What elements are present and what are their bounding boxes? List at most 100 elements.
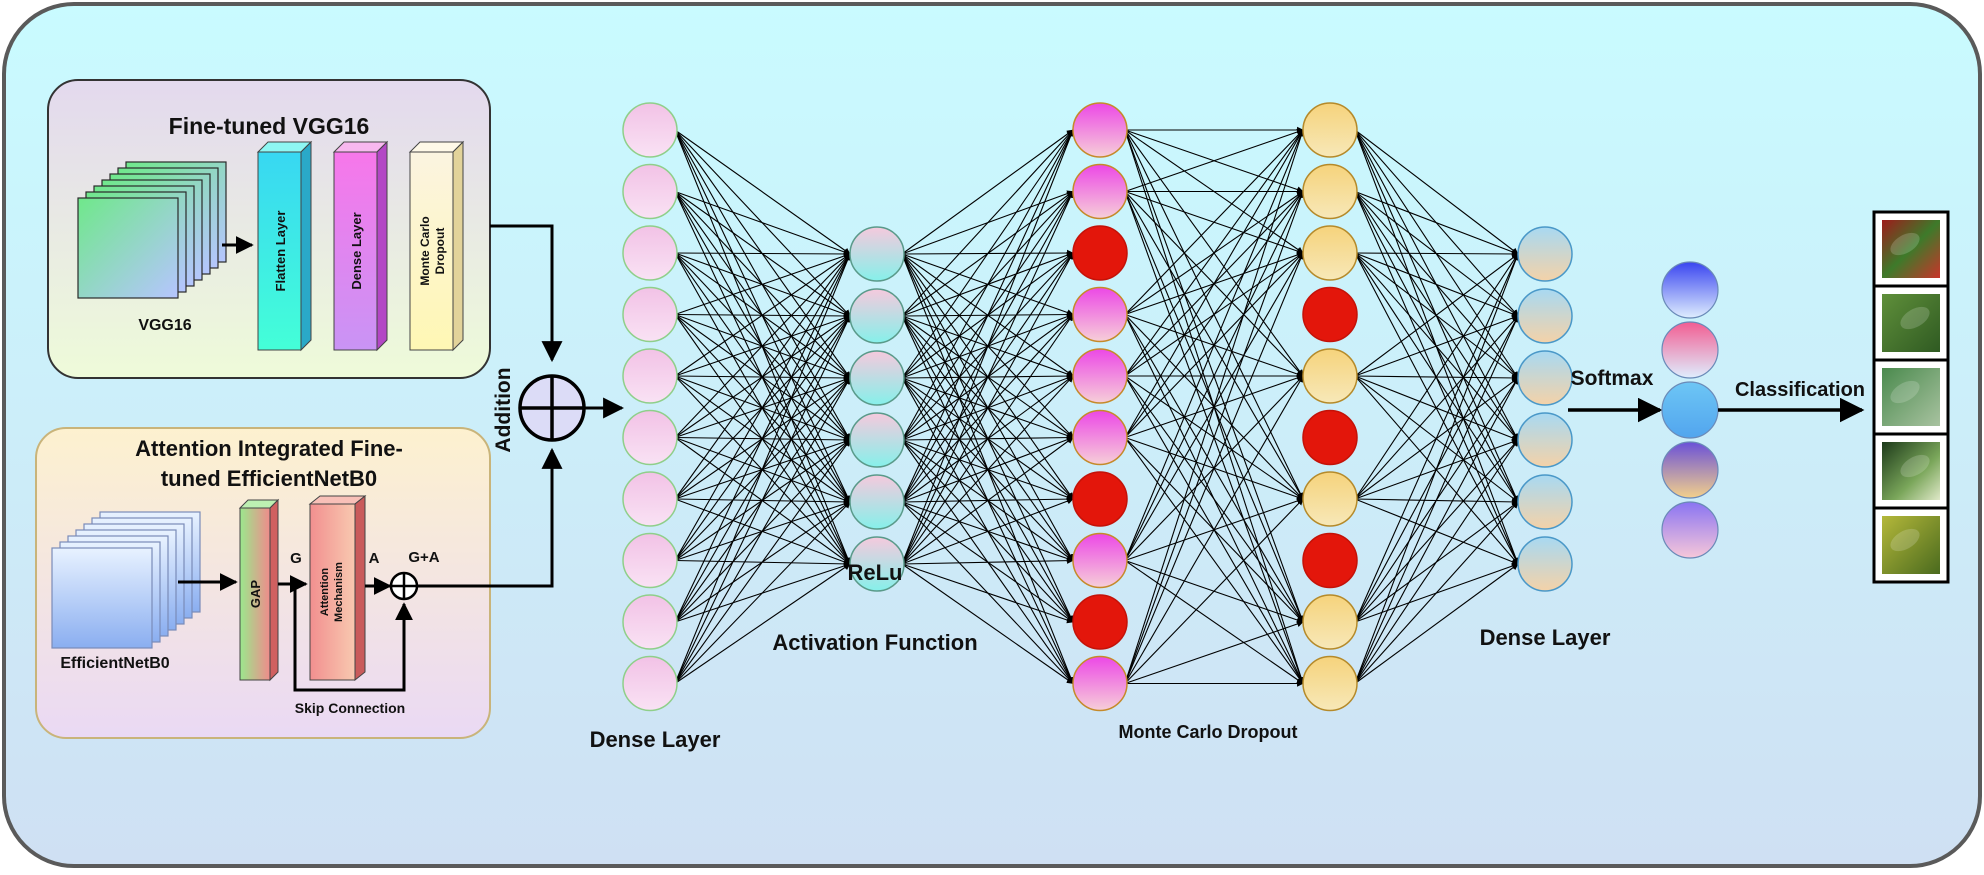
dense-layer-1-label: Dense Layer — [590, 727, 721, 752]
dense-1-neuron — [622, 655, 678, 712]
class-leaf-image — [1882, 294, 1940, 352]
edge-dropout-dropout — [1124, 129, 1305, 684]
edge-dropout-dense2 — [1354, 253, 1519, 500]
g-label: G — [290, 550, 302, 567]
edge-dropout-dense2 — [1354, 253, 1519, 377]
edge-dropout-dense2 — [1354, 377, 1519, 684]
mc-dropout-2-neuron — [1302, 348, 1358, 404]
mc-dropout-neuron — [1072, 409, 1128, 466]
edge-dense1-relu — [674, 253, 851, 500]
edge-dense1-relu — [674, 253, 851, 623]
edge-dense1-relu — [674, 253, 851, 561]
edge-relu-dropout — [901, 129, 1074, 255]
edge-dropout-dropout — [1124, 375, 1304, 684]
dense-2-neuron — [1517, 474, 1573, 530]
efficientnet-panel: Attention Integrated Fine- tuned Efficie… — [35, 427, 491, 739]
edge-relu-dropout — [901, 129, 1074, 503]
softmax-neuron — [1661, 501, 1719, 559]
mc-dropout-neuron-dropped — [1072, 225, 1128, 281]
mc-dropout-2-neuron — [1302, 471, 1358, 527]
relu-neuron — [849, 474, 905, 530]
edge-dropout-dense2 — [1354, 252, 1519, 317]
dense-1-neuron — [622, 102, 678, 158]
class-leaf-image — [1882, 442, 1940, 500]
edge-dense1-relu — [674, 250, 851, 258]
gap-box: GAP — [238, 498, 280, 682]
mc-dropout-neuron — [1072, 286, 1128, 343]
edge-dropout-dropout — [1124, 190, 1304, 561]
efficientnet-panel-title-line1: Attention Integrated Fine- — [135, 436, 403, 461]
leaf-highlight — [1890, 232, 1920, 256]
attention-label-line1: Attention — [319, 568, 331, 617]
edge-relu-dropout — [901, 129, 1074, 565]
edge-dropout-dropout — [1124, 190, 1304, 438]
mc-dropout-neuron-dropped — [1072, 594, 1128, 650]
edge-dropout-dense2 — [1354, 315, 1519, 500]
relu-neuron — [849, 350, 905, 406]
mc-dropout-2-neuron — [1302, 102, 1358, 158]
relu-label-line2: Activation Function — [772, 630, 977, 655]
edge-dense1-relu — [674, 129, 851, 255]
relu-neuron — [849, 288, 905, 344]
relu-neuron — [849, 226, 905, 282]
efficientnet-panel-title-line2: tuned EfficientNetB0 — [161, 466, 377, 491]
edge-dense1-relu — [674, 252, 851, 316]
relu-neuron — [849, 412, 905, 468]
edge-dropout-dense2 — [1354, 129, 1519, 255]
small-addition-node — [389, 571, 419, 601]
g-plus-a-label: G+A — [408, 549, 439, 566]
relu-label-line1: ReLu — [848, 560, 903, 585]
mc-dropout-neuron — [1072, 532, 1128, 589]
class-leaf-image — [1882, 368, 1940, 426]
edge-dropout-dropout — [1124, 129, 1304, 377]
leaf-highlight — [1890, 528, 1920, 552]
gap-label: GAP — [248, 580, 263, 609]
mc-dropout-neuron — [1072, 348, 1128, 404]
softmax-neuron — [1661, 381, 1719, 439]
mc-dropout-2-neuron — [1302, 163, 1358, 220]
efficientnet-feature-map — [51, 547, 153, 649]
dense-1-neuron — [622, 286, 678, 343]
dense-2-neuron — [1517, 288, 1573, 344]
edge-dense1-relu — [674, 563, 851, 684]
edge-dropout-dropout — [1124, 437, 1304, 685]
mc-dropout-2-neuron — [1302, 655, 1358, 712]
mc-dropout-2-neuron-dropped — [1302, 286, 1358, 343]
dense-1-neuron — [622, 409, 678, 466]
edge-relu-dropout — [901, 129, 1074, 379]
softmax-neuron — [1661, 441, 1719, 499]
dense-1-neuron — [622, 471, 678, 527]
edge-dropout-dropout — [1124, 375, 1304, 623]
edge-dropout-dense2 — [1354, 250, 1519, 258]
edge-dense1-relu — [674, 190, 851, 256]
edge-dropout-dense2 — [1354, 563, 1519, 684]
edge-dense1-relu — [674, 253, 851, 377]
skip-connection-label: Skip Connection — [295, 700, 405, 716]
edge-dense1-relu — [674, 253, 851, 438]
edge-dropout-dropout — [1124, 129, 1304, 561]
edge-relu-dropout — [901, 563, 1074, 624]
dense-1-neuron — [622, 532, 678, 589]
edge-dropout-dropout — [1124, 560, 1304, 684]
softmax-neuron — [1661, 261, 1719, 319]
mc-dropout-2-neuron — [1302, 225, 1358, 281]
edge-dropout-dropout — [1124, 190, 1305, 684]
edge-dropout-dense2 — [1354, 253, 1519, 623]
edge-relu-dropout — [901, 190, 1074, 565]
vgg-dropout-box: Monte Carlo Dropout — [408, 140, 465, 352]
edge-relu-dropout — [901, 313, 1074, 565]
vgg-dropout-label-line2: Dropout — [433, 228, 447, 275]
leaf-highlight — [1890, 380, 1920, 404]
edge-relu-dropout — [901, 498, 1074, 565]
vgg16-label: VGG16 — [138, 317, 191, 334]
edge-dropout-dense2 — [1354, 315, 1519, 684]
attention-label-line2: Mechanism — [333, 562, 345, 622]
edge-relu-dropout — [901, 437, 1074, 565]
network-neurons — [622, 102, 1573, 712]
vgg-dense-layer-label: Dense Layer — [349, 212, 364, 289]
mc-dropout-neuron — [1072, 655, 1128, 712]
vgg-dropout-label-line1: Monte Carlo — [418, 216, 432, 285]
efficientnet-feature-maps — [51, 511, 201, 649]
